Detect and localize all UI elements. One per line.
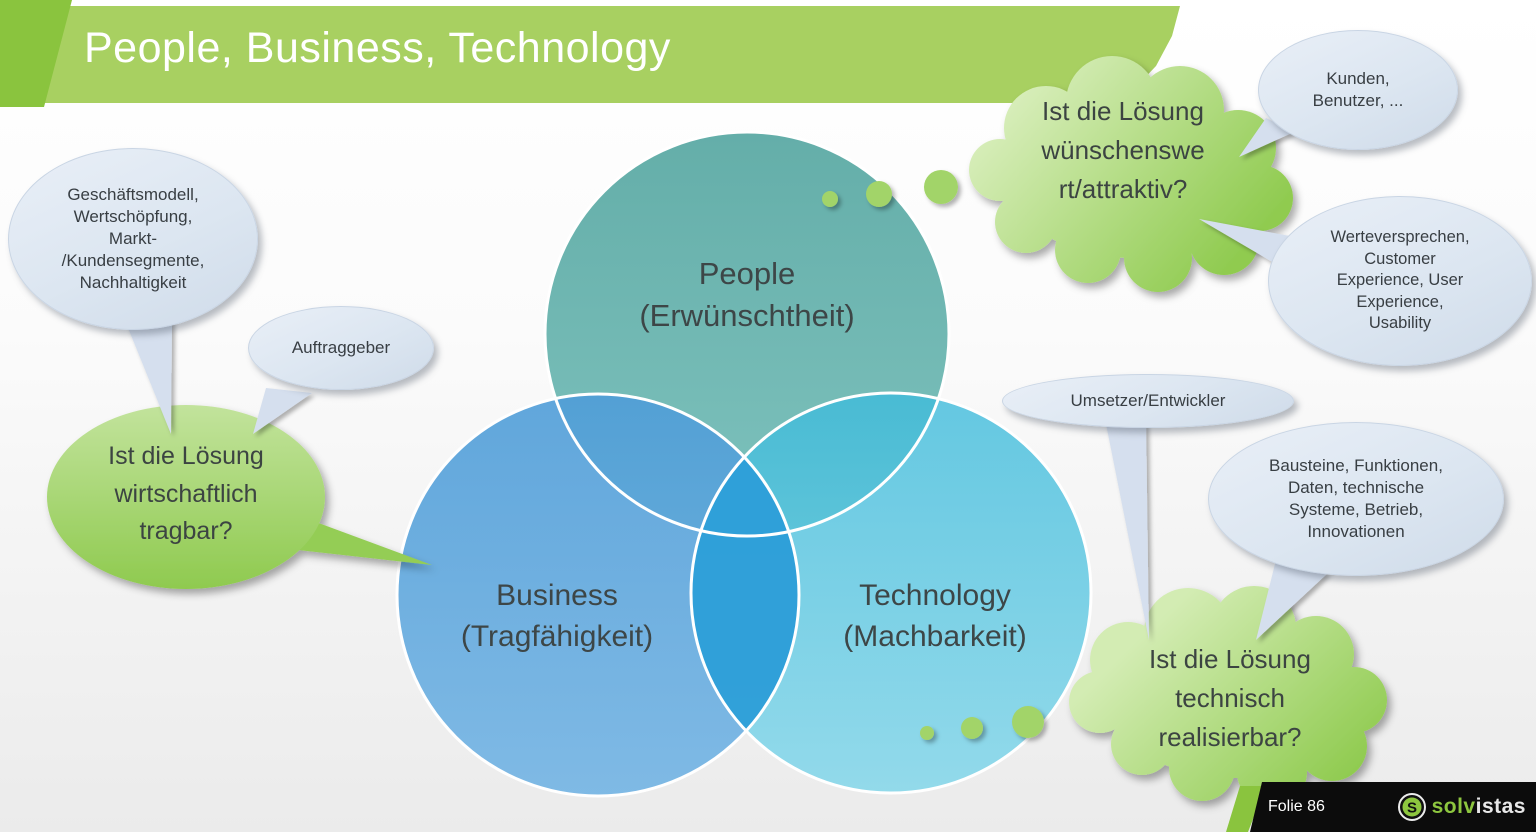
circle-people-rim [543, 130, 951, 538]
slide-number: Folie 86 [1268, 798, 1325, 815]
thought-dot [924, 170, 958, 204]
circle-business [397, 394, 799, 796]
bubble-customers: Kunden, Benutzer, ... [1258, 30, 1458, 150]
viable-question-ellipse [47, 405, 325, 589]
feasible-question-text: Ist die Lösung technisch realisierbar? [1149, 644, 1311, 752]
logo-text-green: solv [1431, 795, 1476, 818]
bubble-implementers: Umsetzer/Entwickler [1002, 374, 1294, 428]
tail-implementers [1104, 414, 1149, 640]
tail-building-blocks [1256, 560, 1329, 640]
page-title: People, Business, Technology [84, 24, 671, 72]
header-banner [0, 6, 1180, 103]
circle-technology [691, 393, 1091, 793]
thought-dots-top [822, 170, 958, 207]
logo-text: solvistas [1432, 795, 1526, 819]
thought-dots-bottom [920, 706, 1044, 740]
bubble-business-model: Geschäftsmodell, Wertschöpfung, Markt- /… [8, 148, 258, 330]
logo-mark-icon: S [1397, 793, 1426, 821]
logo-text-light: istas [1475, 795, 1526, 818]
business-label: Business (Tragfähigkeit) [460, 579, 654, 653]
desirable-question-cloud [969, 56, 1293, 292]
bubble-building-blocks: Bausteine, Funktionen, Daten, technische… [1208, 422, 1504, 576]
technology-label: Technology (Machbarkeit) [843, 579, 1027, 653]
footer-bar: Folie 86 S solvistas [1250, 782, 1536, 832]
solvistas-logo: S solvistas [1397, 792, 1526, 822]
thought-dot [920, 726, 934, 740]
circle-business-rim [395, 392, 801, 798]
thought-dot [866, 181, 892, 207]
desirable-question-text: Ist die Lösung wünschenswe rt/attraktiv? [1041, 96, 1205, 204]
thought-dot [961, 717, 983, 739]
bubble-value-proposition: Werteversprechen, Customer Experience, U… [1268, 196, 1532, 366]
circle-technology-rim [689, 391, 1093, 795]
tail-client [253, 388, 312, 434]
people-label: People (Erwünschtheit) [639, 256, 855, 334]
logo-mark-letter: S [1407, 800, 1417, 817]
tail-business-model [124, 316, 172, 434]
bubble-client: Auftraggeber [248, 306, 434, 390]
viable-question-text: Ist die Lösung wirtschaftlich tragbar? [108, 442, 264, 545]
thought-dot [822, 191, 838, 207]
thought-dot [1012, 706, 1044, 738]
